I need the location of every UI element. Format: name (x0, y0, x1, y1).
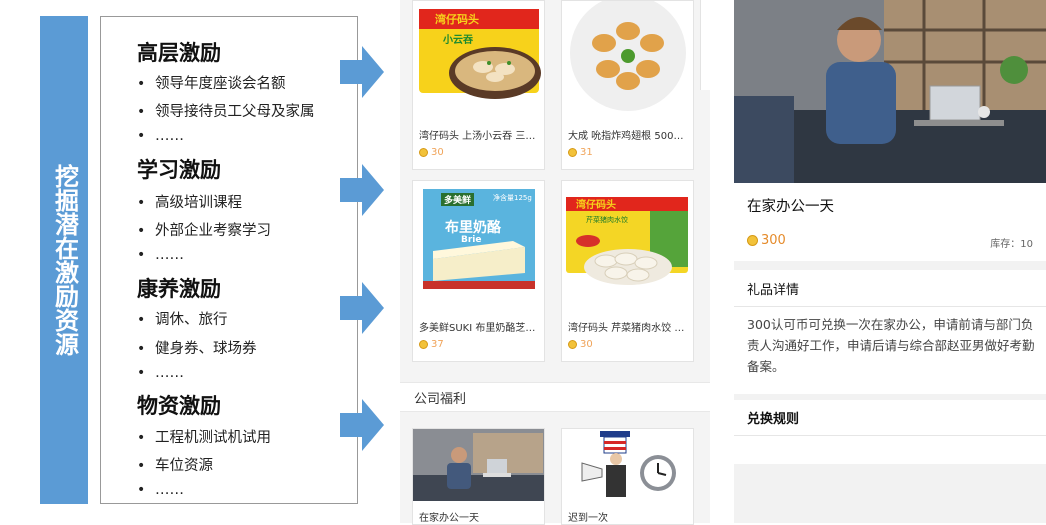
section-title-wellness: 康养激励 (137, 277, 221, 301)
arrow-right-icon (340, 164, 384, 216)
list-item: …… (137, 365, 184, 381)
coin-icon (419, 148, 428, 157)
exchange-rules-header: 兑换规则 (747, 412, 800, 427)
welfare-name: 迟到一次 (568, 513, 608, 524)
gift-detail-section: 礼品详情 300认可币可兑换一次在家办公，申请前请与部门负责人沟通好工作，申请后… (734, 270, 1046, 394)
item-title: 在家办公一天 (747, 199, 834, 215)
hero-image-home-office (734, 0, 1046, 183)
product-name: 湾仔码头 芹菜猪肉水饺 … (568, 323, 685, 334)
product-price: 31 (568, 147, 593, 158)
section-title-senior: 高层激励 (137, 41, 221, 65)
arrow-right-icon (340, 399, 384, 451)
welfare-name: 在家办公一天 (419, 513, 479, 524)
coin-icon (568, 340, 577, 349)
product-price: 37 (419, 339, 444, 350)
list-item: 调休、旅行 (137, 308, 228, 329)
product-price: 30 (419, 147, 444, 158)
list-item: …… (137, 247, 184, 263)
vertical-banner: 挖掘潜在激励资源 (40, 16, 88, 504)
list-item: …… (137, 482, 184, 498)
divider (734, 435, 1046, 436)
package-weight-text: 净含量125g (493, 194, 532, 202)
coin-icon (568, 148, 577, 157)
list-item: …… (137, 128, 184, 144)
next-card-edge (700, 0, 711, 90)
product-image-chicken (562, 1, 693, 113)
package-brand-text: 湾仔码头 (576, 200, 616, 211)
list-item: 领导接待员工父母及家属 (137, 100, 315, 121)
list-item: 车位资源 (137, 454, 213, 475)
exchange-rules-section[interactable]: 兑换规则 (734, 400, 1046, 464)
divider (734, 306, 1046, 307)
product-card[interactable]: 多美鲜 净含量125g 布里奶酪 Brie 多美鲜SUKI 布里奶酪芝… 37 (412, 180, 545, 362)
section-title-learning: 学习激励 (137, 158, 221, 182)
list-item: 工程机测试机试用 (137, 426, 271, 447)
welfare-card[interactable]: 迟到一次 (561, 428, 694, 525)
product-card[interactable]: 湾仔码头 小云吞 湾仔码头 上汤小云吞 三… 30 (412, 0, 545, 170)
product-image-wonton: 湾仔码头 小云吞 (413, 1, 544, 113)
product-image-dumplings: 湾仔码头 芹菜猪肉水饺 (562, 181, 693, 293)
incentive-list-box: 高层激励 领导年度座谈会名额 领导接待员工父母及家属 …… 学习激励 高级培训课… (100, 16, 358, 504)
package-sub-text: 小云吞 (443, 35, 473, 46)
section-title-material: 物资激励 (137, 394, 221, 418)
section-title: 公司福利 (414, 392, 467, 407)
package-sub-text: Brie (461, 235, 482, 245)
product-card[interactable]: 大成 吮指炸鸡翅根 500… 31 (561, 0, 694, 170)
product-name: 大成 吮指炸鸡翅根 500… (568, 131, 684, 142)
list-item: 外部企业考察学习 (137, 219, 271, 240)
package-title-text: 布里奶酪 (445, 220, 501, 236)
item-info: 在家办公一天 300 库存：10 (734, 183, 1046, 261)
arrow-right-icon (340, 46, 384, 98)
list-item: 领导年度座谈会名额 (137, 72, 286, 93)
coin-icon (419, 340, 428, 349)
welfare-image-home-office (413, 429, 544, 501)
list-item: 高级培训课程 (137, 191, 242, 212)
product-price: 30 (568, 339, 593, 350)
arrow-right-icon (340, 282, 384, 334)
list-item: 健身券、球场券 (137, 337, 257, 358)
welfare-card[interactable]: 在家办公一天 (412, 428, 545, 525)
gift-detail-header: 礼品详情 (747, 283, 800, 298)
item-price: 300 (747, 233, 786, 248)
product-image-brie: 多美鲜 净含量125g 布里奶酪 Brie (413, 181, 544, 293)
gift-detail-body: 300认可币可兑换一次在家办公，申请前请与部门负责人沟通好工作，申请后请与综合部… (747, 317, 1035, 374)
package-brand-text: 多美鲜 (441, 193, 475, 206)
coin-icon (747, 235, 758, 246)
package-sub-text: 芹菜猪肉水饺 (586, 216, 628, 224)
product-name: 湾仔码头 上汤小云吞 三… (419, 131, 536, 142)
item-stock: 库存：10 (990, 239, 1033, 250)
product-name: 多美鲜SUKI 布里奶酪芝… (419, 323, 536, 334)
section-header: 公司福利 (400, 382, 710, 412)
vertical-banner-label: 挖掘潜在激励资源 (50, 164, 79, 356)
package-brand-text: 湾仔码头 (435, 13, 479, 26)
welfare-image-late (562, 429, 693, 501)
product-card[interactable]: 湾仔码头 芹菜猪肉水饺 湾仔码头 芹菜猪肉水饺 … 30 (561, 180, 694, 362)
